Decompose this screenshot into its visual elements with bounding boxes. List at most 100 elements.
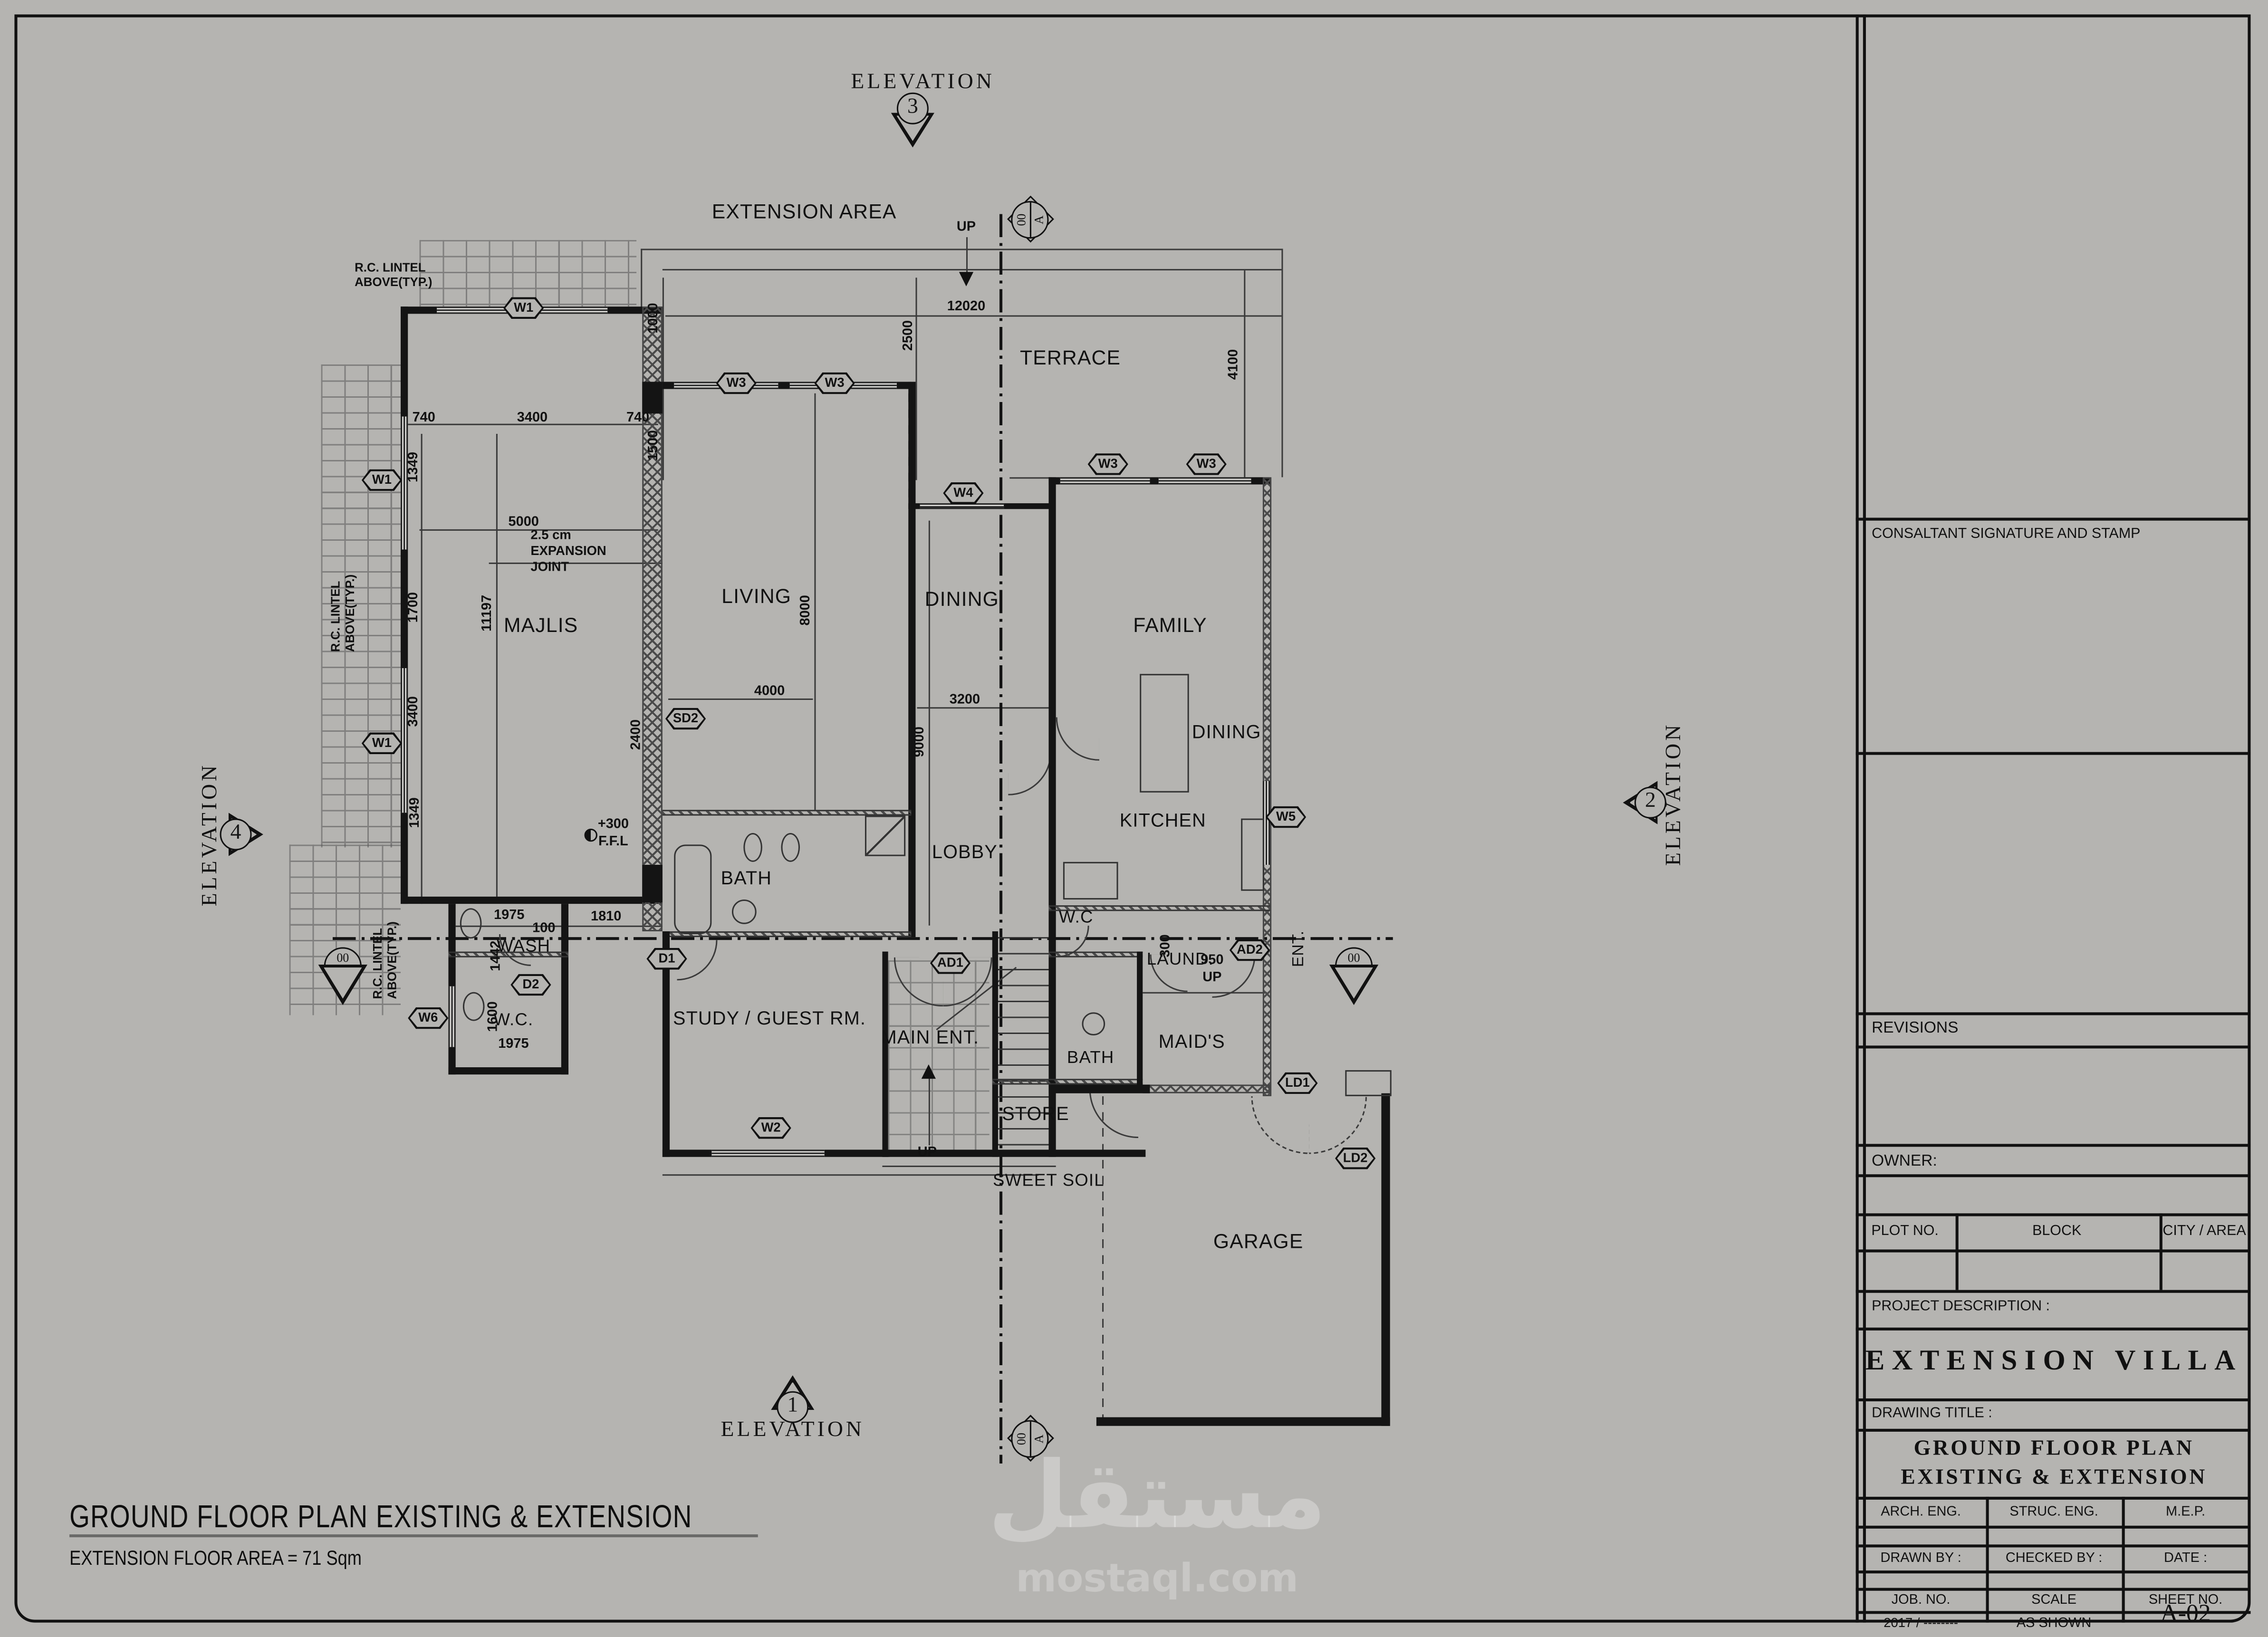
plan-line [455,925,663,927]
plan-tag-hexagon: W3 [1186,453,1227,475]
revisions-label: REVISIONS [1872,1019,1959,1037]
plan-line [928,1073,930,1146]
dimension-text: 1500 [645,430,662,461]
plan-line [662,1174,1039,1176]
plan-tag-label: W3 [1098,456,1118,471]
plan-tag-hexagon: D1 [646,948,687,970]
hexagon-fill-icon [932,954,969,972]
plan-line [814,393,816,810]
plan-note: R.C. LINTEL ABOVE(TYP.) [355,260,432,289]
elevation-number-right: 2 [1634,786,1666,819]
plan-tag-label: AD1 [937,955,963,970]
plan-line [662,810,912,816]
section-marker-b-left: 00 B [318,947,368,1008]
plan-tag-label: W1 [372,735,392,750]
plan-line [584,828,597,842]
room-label: MAJLIS [503,613,578,637]
plan-tag-label: W1 [514,300,534,315]
elevation-word-top: ELEVATION [851,71,995,94]
date-header: DATE : [2164,1550,2208,1566]
plan-line [460,908,482,939]
plan-line [321,364,401,848]
divider [1855,1249,2251,1252]
struc-eng-header: STRUC. ENG. [2009,1504,2098,1520]
plan-line [662,931,670,1157]
hexagon-fill-icon [752,1119,789,1137]
plan-line [1048,1084,1150,1093]
plan-tag-hexagon: W1 [361,732,403,755]
hexagon-fill-icon [364,734,400,752]
plan-tag-label: W5 [1276,809,1296,824]
plan-tag-label: SD2 [673,710,699,726]
room-label: BATH [721,867,772,889]
column-divider [1955,1213,1958,1290]
dimension-text: 740 [626,410,650,426]
plan-line [641,249,643,310]
plan-tag-hexagon: W1 [361,469,403,491]
hexagon-fill-icon [364,471,400,489]
divider [1855,1496,2251,1500]
plan-line [419,529,658,531]
dimension-text: 4000 [754,683,785,699]
plan-tag-hexagon: W5 [1265,806,1307,828]
plan-line [966,237,968,275]
plan-line [865,815,906,856]
plan-line [1140,674,1189,793]
plan-note: R.C. LINTEL ABOVE(TYP.) [328,574,357,652]
divider [1855,1290,2251,1293]
plan-line [1244,270,1246,478]
divider [1855,1570,2251,1573]
job-no-header: JOB. NO. [1891,1592,1951,1608]
divider [1855,1544,2251,1547]
room-label: EXTENSION AREA [711,199,897,223]
plan-line [1082,1012,1105,1036]
checked-by-header: CHECKED BY : [2005,1550,2103,1566]
plan-line [641,249,1283,250]
dimension-text: 1975 [498,1036,529,1053]
plan-line [489,562,663,564]
hexagon-fill-icon [1337,1149,1374,1168]
plan-line [421,434,423,904]
plan-line [711,1149,825,1157]
mep-header: M.E.P. [2166,1504,2206,1520]
room-label: KITCHEN [1119,809,1206,831]
plan-line [920,503,1004,509]
divider [1855,1428,2251,1432]
block-header: BLOCK [2032,1223,2082,1240]
dimension-text: 740 [412,410,435,426]
plan-line [992,931,998,1157]
drawing-title-line1: GROUND FLOOR PLAN [1913,1437,2194,1461]
dimension-text: 12020 [947,298,986,315]
plan-tag-hexagon: LD2 [1335,1147,1376,1169]
plan-line [448,951,569,957]
plan-tag-label: W1 [372,472,392,487]
plan-line [882,1149,1146,1157]
drawn-by-header: DRAWN BY : [1880,1550,1961,1566]
room-label: STORE [1002,1102,1069,1125]
divider [1855,1174,2251,1177]
plan-line [1143,992,1267,994]
project-name: EXTENSION VILLA [1865,1345,2243,1377]
dimension-text: 1600 [485,1001,501,1032]
plan-line [1048,905,1270,911]
sheet-no-value: A-02 [2160,1599,2211,1627]
dimension-text: 9000 [912,727,928,757]
divider [1855,1012,2251,1015]
owner-label: OWNER: [1872,1152,1937,1170]
plan-line [1009,477,1052,479]
plan-line [419,240,637,307]
dimension-text: 950 [1201,952,1224,968]
plan-line [561,904,569,1075]
plan-line [1048,951,1143,957]
column-divider [2122,1496,2124,1623]
plan-tag-label: W4 [953,485,973,500]
plan-line [915,278,917,480]
plan-line [662,278,664,480]
scale-header: SCALE [2031,1592,2076,1608]
room-label: TERRACE [1020,345,1121,369]
room-label: MAID'S [1158,1030,1225,1053]
section-level: 00 [336,950,349,965]
dimension-text: 1349 [405,451,422,483]
plan-tag-hexagon: W1 [503,297,544,319]
hexagon-fill-icon [648,950,685,968]
